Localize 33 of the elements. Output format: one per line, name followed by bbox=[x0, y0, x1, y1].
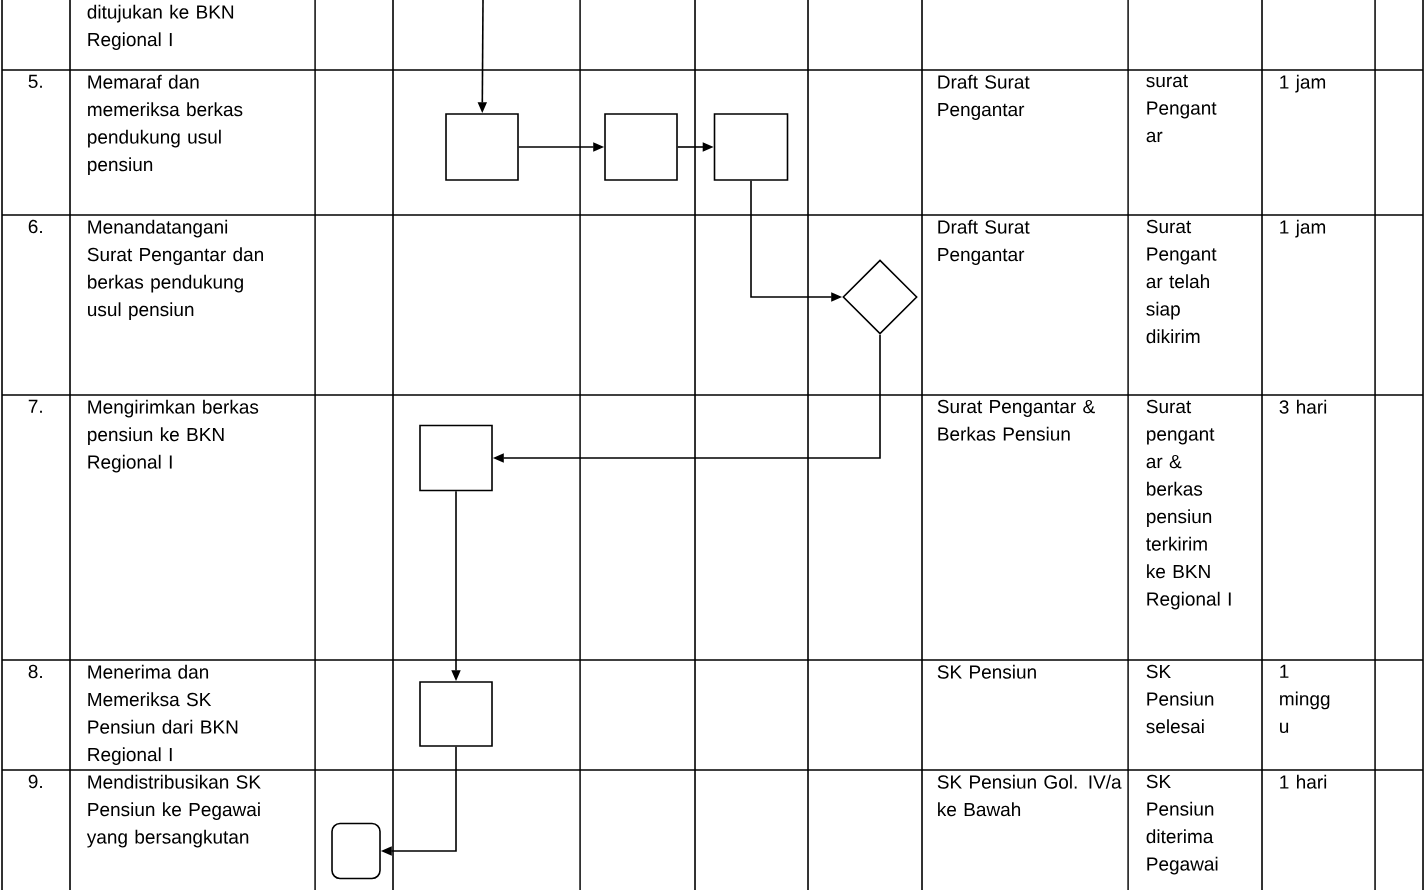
duration-text: 3 hari bbox=[1279, 399, 1327, 414]
process-box bbox=[331, 822, 381, 880]
process-box bbox=[604, 113, 678, 181]
duration-text: 1 hari bbox=[1280, 774, 1327, 789]
document-text: Draft Surat Pengantar bbox=[938, 219, 1030, 265]
activity-text: Mengirimkan berkas pensiun ke BKN Regional I bbox=[88, 399, 259, 473]
activity-text: ditujukan ke BKN Regional I bbox=[87, 4, 234, 50]
duration-text: 1 jam bbox=[1280, 74, 1326, 93]
document-text: SK Pensiun Gol. IV/a ke Bawah bbox=[937, 774, 1122, 817]
document-text: Draft Surat Pengantar bbox=[938, 74, 1030, 120]
duration-text: 1 jam bbox=[1280, 219, 1326, 238]
output-text: Surat Pengant ar telah siap dikirim bbox=[1146, 219, 1217, 344]
activity-text: Menandatangani Surat Pengantar dan berkas pendukung usul pensiun bbox=[87, 219, 263, 320]
step-number: 9. bbox=[28, 774, 42, 789]
step-number: 5. bbox=[28, 74, 42, 89]
step-number: 7. bbox=[28, 399, 42, 413]
activity-text: Memaraf dan memeriksa berkas pendukung usul pensiun bbox=[88, 74, 243, 175]
output-text: surat Pengant ar bbox=[1146, 74, 1217, 143]
duration-text: 1 mingg u bbox=[1280, 664, 1330, 734]
step-number: 8. bbox=[28, 664, 42, 679]
activity-text: Mendistribusikan SK Pensiun ke Pegawai yang bersangkutan bbox=[86, 774, 261, 848]
output-text: Surat pengant ar & berkas pensiun terkirim ke BKN Regional I bbox=[1146, 399, 1231, 610]
process-box bbox=[419, 681, 493, 747]
activity-text: Menerima dan Memeriksa SK Pensiun dari BKN Regional I bbox=[88, 664, 238, 765]
step-number: 6. bbox=[28, 219, 42, 234]
document-text: SK Pensiun bbox=[937, 664, 1036, 679]
decision-diamond bbox=[842, 259, 918, 335]
process-box bbox=[445, 113, 519, 181]
document-text: Surat Pengantar & Berkas Pensiun bbox=[937, 399, 1095, 441]
process-box bbox=[713, 113, 789, 181]
output-text: SK Pensiun selesai bbox=[1146, 664, 1214, 734]
output-text: SK Pensiun diterima Pegawai bbox=[1146, 774, 1218, 875]
process-box bbox=[419, 424, 493, 492]
